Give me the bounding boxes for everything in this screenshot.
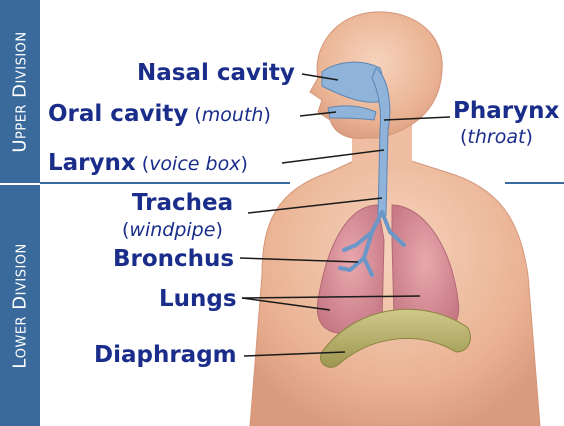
larynx-paren-close: ) [240, 153, 247, 175]
label-bronchus: Bronchus [113, 246, 234, 272]
label-larynx: Larynx (voice box) [48, 150, 248, 176]
label-pharynx-sub: (throat) [460, 126, 533, 148]
lungs-text: Lungs [159, 286, 237, 312]
label-trachea-sub: (windpipe) [122, 219, 223, 241]
larynx-sub: voice box [149, 153, 240, 175]
division-line [40, 182, 290, 184]
oral-cavity-paren-open: ( [188, 104, 201, 126]
label-diaphragm: Diaphragm [94, 342, 237, 368]
larynx-text: Larynx [48, 150, 136, 176]
trachea-sub: windpipe [129, 219, 215, 241]
larynx-paren-open: ( [136, 153, 149, 175]
trachea-text: Trachea [132, 190, 233, 216]
pharynx-paren-close: ) [525, 126, 532, 148]
nasal-cavity-text: Nasal cavity [137, 60, 295, 86]
division-line-right [505, 182, 564, 184]
oral-cavity-paren-close: ) [263, 104, 270, 126]
upper-division-label: Upper Division [10, 31, 31, 152]
lower-division-label: Lower Division [10, 243, 31, 369]
label-nasal-cavity: Nasal cavity [137, 60, 295, 86]
bronchus-text: Bronchus [113, 246, 234, 272]
label-pharynx: Pharynx [453, 98, 559, 124]
pharynx-sub: throat [467, 126, 525, 148]
diaphragm-text: Diaphragm [94, 342, 237, 368]
lower-division-band: Lower Division [0, 183, 40, 426]
upper-division-band: Upper Division [0, 0, 40, 183]
pharynx-text: Pharynx [453, 98, 559, 124]
label-oral-cavity: Oral cavity (mouth) [48, 101, 271, 127]
oral-cavity-text: Oral cavity [48, 101, 188, 127]
trachea-paren-close: ) [215, 219, 222, 241]
label-trachea: Trachea [132, 190, 233, 216]
label-lungs: Lungs [159, 286, 237, 312]
oral-cavity-sub: mouth [202, 104, 264, 126]
